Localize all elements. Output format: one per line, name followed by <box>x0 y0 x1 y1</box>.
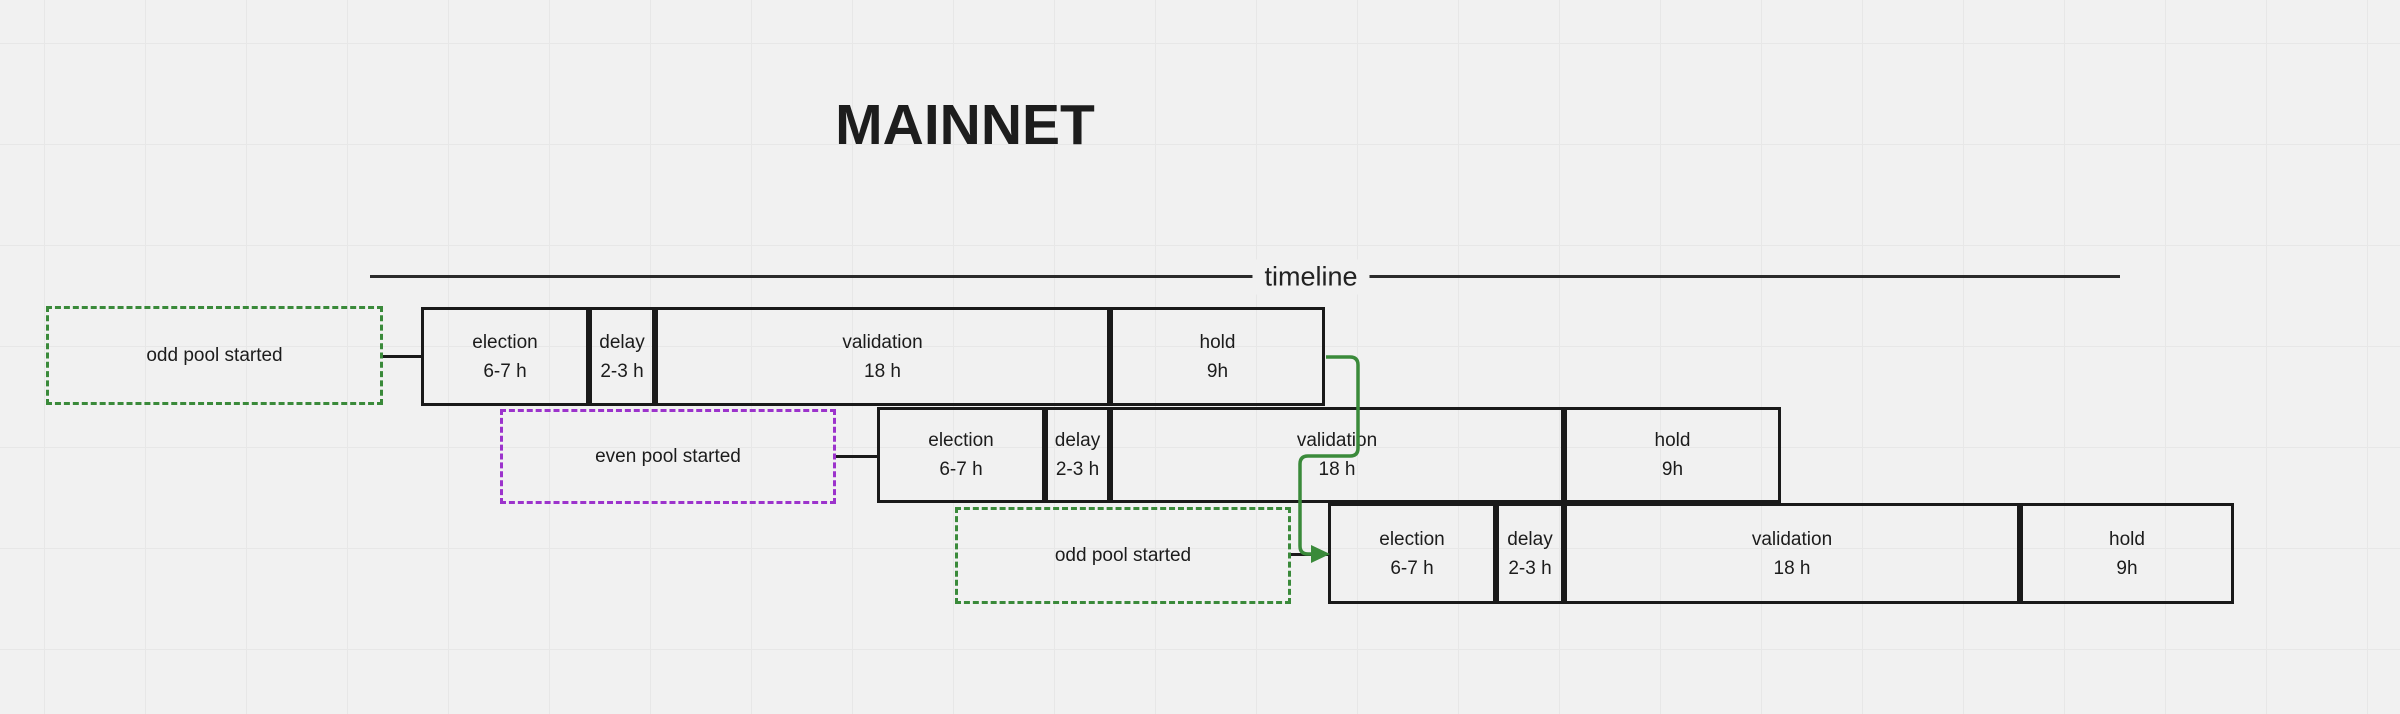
pool-start-box-even: even pool started <box>500 409 836 504</box>
pool-start-box-odd-1: odd pool started <box>46 306 383 405</box>
phase-name: election <box>472 331 538 353</box>
phase-duration: 18 h <box>1318 459 1356 480</box>
phase-duration: 9h <box>1661 459 1684 480</box>
phase-name: delay <box>1507 528 1553 550</box>
connector-stub-row2 <box>836 455 877 458</box>
phase-box-hold-row1: hold 9h <box>1110 307 1325 406</box>
phase-name: validation <box>842 331 923 353</box>
pool-start-box-odd-2: odd pool started <box>955 507 1291 604</box>
phase-duration: 6-7 h <box>483 360 527 382</box>
phase-duration: 2-3 h <box>1508 557 1552 579</box>
phase-box-delay-row3: delay 2-3 h <box>1496 503 1564 604</box>
phase-duration: 2-3 h <box>1055 459 1100 480</box>
phase-name: hold <box>1654 430 1691 451</box>
connector-stub-row3 <box>1291 553 1328 556</box>
phase-duration: 9h <box>2116 557 2138 579</box>
phase-box-hold-row2: hold 9h <box>1564 407 1781 503</box>
phase-name: delay <box>1054 430 1101 451</box>
phase-name: election <box>928 430 994 451</box>
connector-stub-row1 <box>383 355 421 358</box>
phase-name: validation <box>1751 528 1833 550</box>
phase-name: delay <box>599 331 645 353</box>
phase-box-delay-row1: delay 2-3 h <box>589 307 655 406</box>
phase-duration: 6-7 h <box>939 459 983 480</box>
phase-box-validation-row2: validation 18 h <box>1110 407 1564 503</box>
phase-box-election-row2: election 6-7 h <box>877 407 1045 503</box>
pool-start-label: even pool started <box>595 445 741 467</box>
phase-box-delay-row2: delay 2-3 h <box>1045 407 1110 503</box>
phase-duration: 9h <box>1206 360 1229 382</box>
phase-name: election <box>1379 528 1445 550</box>
pool-start-label: odd pool started <box>1054 544 1192 566</box>
phase-box-validation-row3: validation 18 h <box>1564 503 2020 604</box>
phase-duration: 18 h <box>1773 557 1811 579</box>
diagram-title: MAINNET <box>835 93 1095 157</box>
phase-duration: 6-7 h <box>1390 557 1434 579</box>
phase-name: hold <box>1199 331 1236 353</box>
phase-name: hold <box>2109 528 2145 550</box>
phase-duration: 18 h <box>864 360 901 382</box>
pool-start-label: odd pool started <box>146 344 283 366</box>
phase-box-validation-row1: validation 18 h <box>655 307 1110 406</box>
timeline-label: timeline <box>1252 259 1370 295</box>
phase-name: validation <box>1296 430 1378 451</box>
timeline-axis <box>370 275 2120 278</box>
phase-box-election-row1: election 6-7 h <box>421 307 589 406</box>
phase-box-hold-row3: hold 9h <box>2020 503 2234 604</box>
phase-duration: 2-3 h <box>600 360 644 382</box>
phase-box-election-row3: election 6-7 h <box>1328 503 1496 604</box>
